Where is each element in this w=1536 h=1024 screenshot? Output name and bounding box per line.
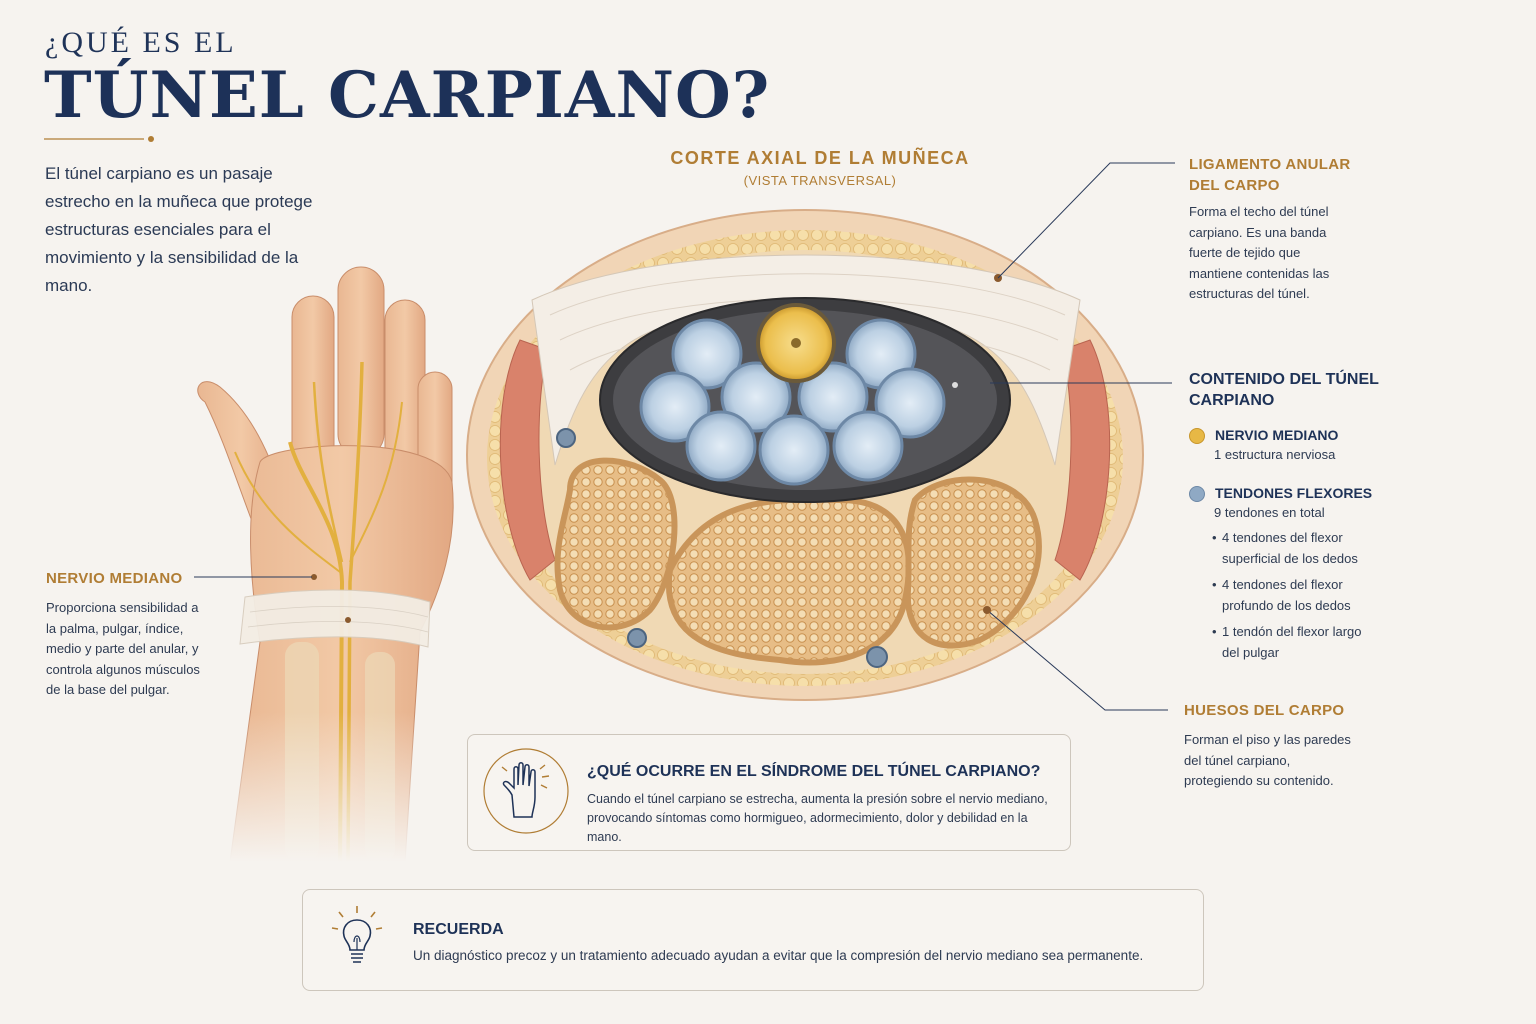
sindrome-title: ¿QUÉ OCURRE EN EL SÍNDROME DEL TÚNEL CAR… — [587, 763, 1041, 780]
huesos-desc: Forman el piso y las paredes del túnel c… — [1184, 732, 1351, 788]
recuerda-box: RECUERDA Un diagnóstico precoz y un trat… — [302, 889, 1204, 991]
hand-tingling-icon — [483, 748, 569, 834]
tendon-list: •4 tendones del flexor superficial de lo… — [1212, 528, 1382, 663]
lightbulb-icon — [331, 906, 383, 963]
section-subtitle: (VISTA TRANSVERSAL) — [743, 173, 897, 188]
legend-tendons-sub: 9 tendones en total — [1214, 505, 1325, 520]
recuerda-desc: Un diagnóstico precoz y un tratamiento a… — [413, 948, 1144, 963]
legend-nerve-sub: 1 estructura nerviosa — [1214, 447, 1336, 462]
page-title: TÚNEL CARPIANO? — [44, 58, 771, 133]
hand-illustration — [190, 262, 470, 862]
wrist-cross-section — [466, 209, 1144, 701]
sindrome-desc: Cuando el túnel carpiano se estrecha, au… — [587, 792, 1048, 844]
page-kicker: ¿QUÉ ES EL — [45, 26, 237, 59]
legend-tendons: TENDONES FLEXORES — [1189, 483, 1372, 504]
right-leader-lines — [990, 162, 1175, 711]
section-title: CORTE AXIAL DE LA MUÑECA — [670, 148, 970, 168]
sindrome-box: ¿QUÉ OCURRE EN EL SÍNDROME DEL TÚNEL CAR… — [467, 734, 1071, 851]
nervio-mediano-label: NERVIO MEDIANO — [46, 570, 183, 587]
title-divider — [44, 136, 154, 142]
contenido-title: CONTENIDO DEL TÚNEL CARPIANO — [1189, 371, 1379, 409]
ligamento-title: LIGAMENTO ANULAR DEL CARPO — [1189, 156, 1351, 194]
tendon-swatch-icon — [1189, 485, 1205, 502]
list-item: •4 tendones del flexor superficial de lo… — [1212, 530, 1358, 566]
ligamento-desc: Forma el techo del túnel carpiano. Es un… — [1189, 204, 1330, 301]
list-item: •1 tendón del flexor largo del pulgar — [1212, 624, 1362, 660]
legend-nerve: NERVIO MEDIANO — [1189, 425, 1338, 446]
nervio-mediano-desc: Proporciona sensibilidad a la palma, pul… — [46, 600, 200, 697]
intro-text: El túnel carpiano es un pasaje estrecho … — [45, 164, 313, 295]
list-item: •4 tendones del flexor profundo de los d… — [1212, 577, 1351, 613]
recuerda-title: RECUERDA — [413, 921, 504, 938]
nervio-mediano-leader — [194, 576, 312, 578]
nerve-swatch-icon — [1189, 427, 1205, 444]
huesos-title: HUESOS DEL CARPO — [1184, 702, 1345, 719]
